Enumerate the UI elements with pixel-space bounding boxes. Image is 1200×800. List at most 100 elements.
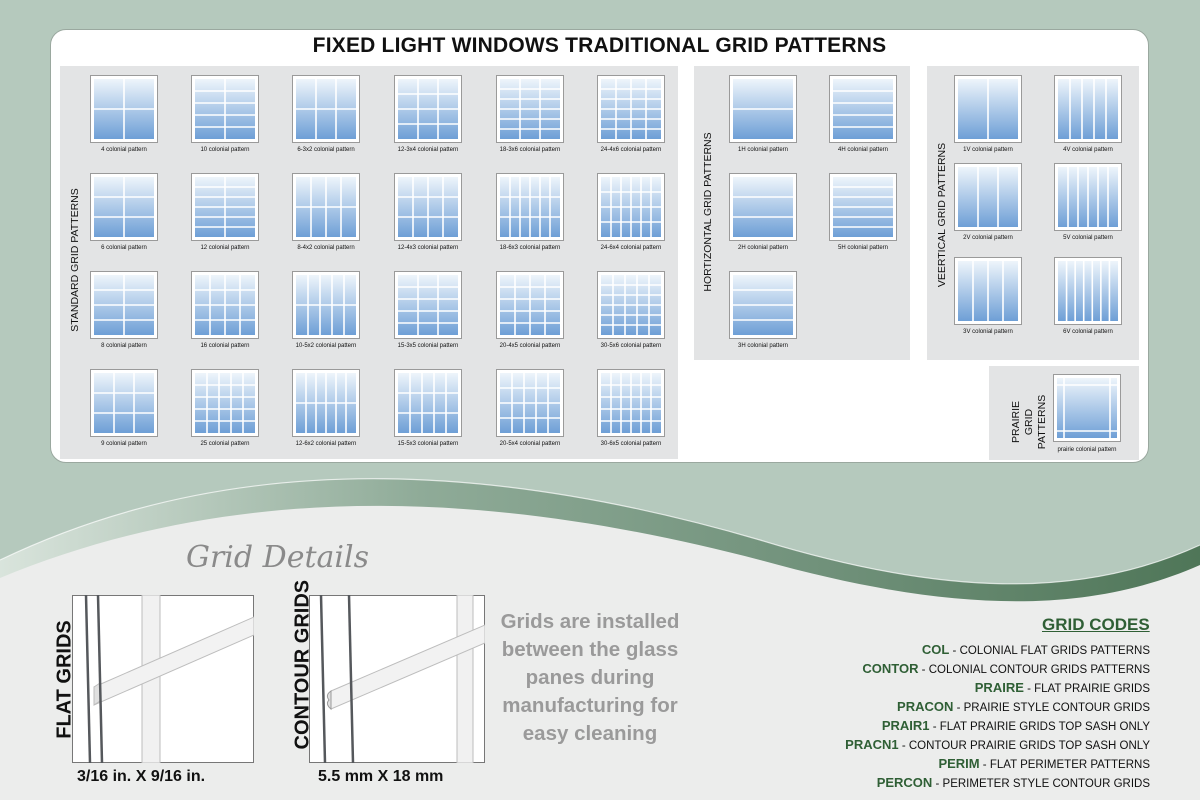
window-pattern — [597, 271, 665, 339]
grid-code: COL — [921, 642, 950, 657]
window-graphic — [90, 173, 158, 241]
window-pattern — [90, 271, 158, 339]
window-caption: 12-4x3 colonial pattern — [397, 245, 459, 251]
window-pattern — [1054, 257, 1122, 325]
standard-panel — [60, 66, 678, 459]
window-pattern — [292, 173, 360, 241]
window-caption: 1H colonial pattern — [737, 147, 789, 153]
window-caption: 4V colonial pattern — [1063, 147, 1113, 153]
grid-code-row: PRACN1 - CONTOUR PRAIRIE GRIDS TOP SASH … — [730, 735, 1150, 754]
window-pattern — [954, 257, 1022, 325]
window-pattern — [954, 163, 1022, 231]
window-graphic — [292, 271, 360, 339]
window-graphic — [829, 173, 897, 241]
window-pattern — [954, 75, 1022, 143]
window-caption: 4H colonial pattern — [837, 147, 889, 153]
flat-grids-dimensions: 3/16 in. X 9/16 in. — [77, 768, 206, 785]
grid-code: PRACN1 — [845, 737, 899, 752]
window-graphic — [954, 75, 1022, 143]
window-pattern — [90, 369, 158, 437]
prairie-label-line: GRID — [1023, 408, 1035, 436]
grid-code-row: COL - COLONIAL FLAT GRIDS PATTERNS — [730, 640, 1150, 659]
window-caption: 12-3x4 colonial pattern — [397, 147, 459, 153]
window-graphic — [191, 75, 259, 143]
grid-code-desc: - FLAT PRAIRIE GRIDS TOP SASH ONLY — [929, 721, 1150, 733]
window-graphic — [597, 369, 665, 437]
window-pattern — [292, 75, 360, 143]
horizontal-label: HORTIZONTAL GRID PATTERNS — [702, 132, 714, 292]
prairie-label: PRAIRIE GRID PATTERNS — [1010, 377, 1050, 467]
window-pattern — [90, 75, 158, 143]
window-caption: 20-4x5 colonial pattern — [499, 343, 561, 349]
window-graphic — [191, 271, 259, 339]
window-pattern — [496, 173, 564, 241]
grid-code-desc: - CONTOUR PRAIRIE GRIDS TOP SASH ONLY — [898, 740, 1150, 752]
contour-grids-dimensions: 5.5 mm X 18 mm — [318, 768, 444, 785]
window-caption: 18-6x3 colonial pattern — [499, 245, 561, 251]
window-caption: 2V colonial pattern — [963, 235, 1013, 241]
grid-codes-list: COL - COLONIAL FLAT GRIDS PATTERNS CONTO… — [730, 640, 1150, 792]
window-caption: 30-6x5 colonial pattern — [600, 441, 662, 447]
window-graphic — [729, 75, 797, 143]
grid-code-row: PRAIRE - FLAT PRAIRIE GRIDS — [730, 678, 1150, 697]
window-caption: 8 colonial pattern — [101, 343, 147, 349]
window-graphic — [496, 75, 564, 143]
window-graphic — [954, 163, 1022, 231]
window-pattern — [191, 271, 259, 339]
window-pattern — [729, 271, 797, 339]
window-graphic — [1054, 163, 1122, 231]
grid-code-desc: - PERIMETER STYLE CONTOUR GRIDS — [932, 778, 1151, 790]
window-graphic — [954, 257, 1022, 325]
window-graphic — [191, 173, 259, 241]
grid-code-row: CONTOR - COLONIAL CONTOUR GRIDS PATTERNS — [730, 659, 1150, 678]
contour-grids-label: CONTOUR GRIDS — [291, 579, 314, 750]
window-caption: 12-6x2 colonial pattern — [295, 441, 357, 447]
window-graphic — [90, 75, 158, 143]
vertical-label: VEERTICAL GRID PATTERNS — [936, 142, 948, 288]
grid-details-heading: Grid Details — [186, 540, 369, 575]
window-pattern — [496, 75, 564, 143]
grid-code-desc: - FLAT PRAIRIE GRIDS — [1023, 683, 1150, 695]
grid-code-desc: - COLONIAL FLAT GRIDS PATTERNS — [949, 645, 1150, 657]
window-caption: 6-3x2 colonial pattern — [297, 147, 355, 153]
window-pattern — [597, 173, 665, 241]
window-pattern — [191, 369, 259, 437]
window-pattern — [597, 75, 665, 143]
grid-code: CONTOR — [862, 661, 919, 676]
window-pattern — [394, 369, 462, 437]
window-pattern — [394, 271, 462, 339]
flat-grid-illustration — [72, 594, 255, 764]
contour-grid-illustration — [309, 594, 486, 764]
window-graphic — [829, 75, 897, 143]
install-note: Grids are installed between the glass pa… — [500, 610, 680, 745]
window-pattern — [729, 75, 797, 143]
window-graphic — [597, 75, 665, 143]
window-graphic — [597, 173, 665, 241]
window-caption: 10-5x2 colonial pattern — [295, 343, 357, 349]
window-caption: 8-4x2 colonial pattern — [297, 245, 355, 251]
window-pattern — [1054, 163, 1122, 231]
window-caption: 2H colonial pattern — [737, 245, 789, 251]
grid-code-row: PRACON - PRAIRIE STYLE CONTOUR GRIDS — [730, 697, 1150, 716]
window-caption: 15-3x5 colonial pattern — [397, 343, 459, 349]
grid-code: PRACON — [897, 699, 954, 714]
grid-code-row: PERIM - FLAT PERIMETER PATTERNS — [730, 754, 1150, 773]
window-pattern — [394, 173, 462, 241]
window-caption: 3H colonial pattern — [737, 343, 789, 349]
prairie-label-line: PRAIRIE — [1010, 401, 1022, 444]
window-pattern — [191, 75, 259, 143]
window-graphic — [496, 369, 564, 437]
window-graphic — [292, 173, 360, 241]
window-pattern — [394, 75, 462, 143]
window-caption: 10 colonial pattern — [200, 147, 250, 153]
window-graphic — [394, 271, 462, 339]
window-caption: 1V colonial pattern — [963, 147, 1013, 153]
window-caption: 24-6x4 colonial pattern — [600, 245, 662, 251]
window-graphic — [394, 173, 462, 241]
window-pattern — [191, 173, 259, 241]
window-pattern — [292, 271, 360, 339]
window-caption: 5V colonial pattern — [1063, 235, 1113, 241]
window-caption: 3V colonial pattern — [963, 329, 1013, 335]
grid-code-desc: - PRAIRIE STYLE CONTOUR GRIDS — [953, 702, 1150, 714]
